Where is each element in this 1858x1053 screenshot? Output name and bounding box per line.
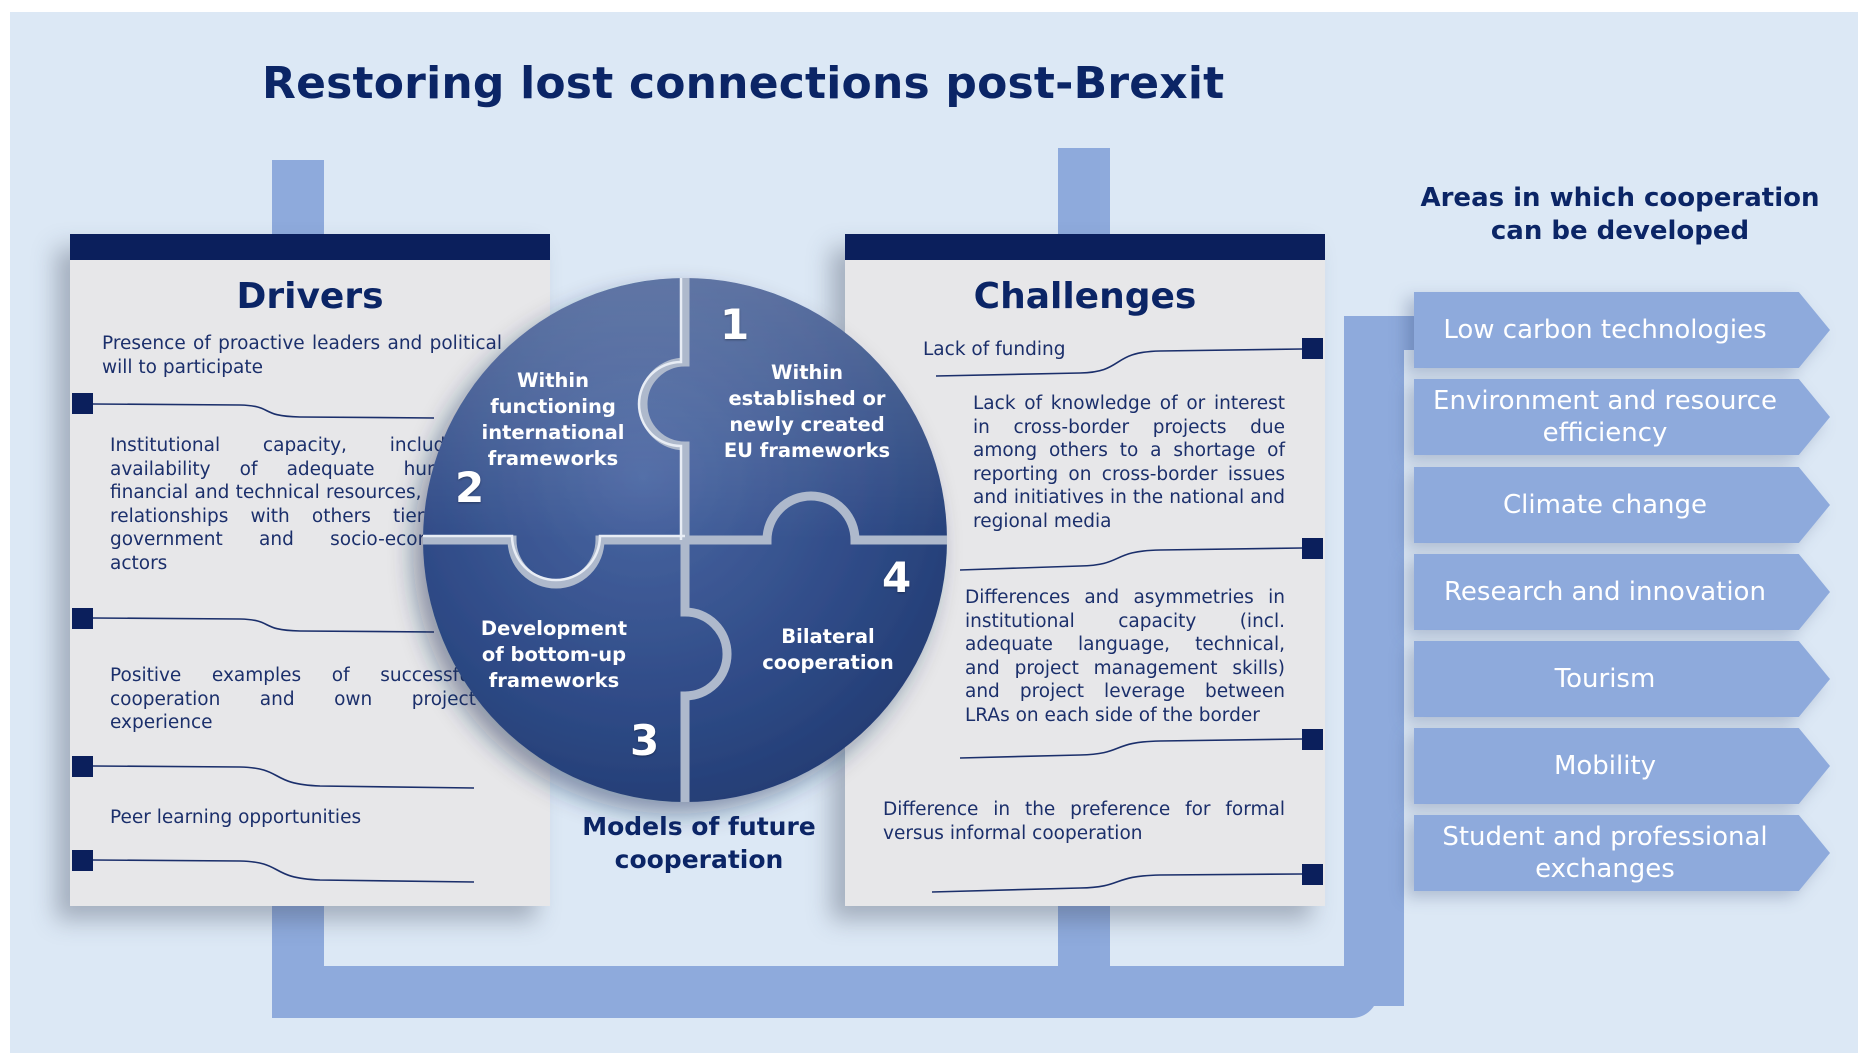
driver-item-1: Presence of proactive leaders and politi… bbox=[102, 333, 502, 378]
drivers-panel-header-bar bbox=[70, 234, 550, 260]
piece-label-3: Development of bottom-up frameworks bbox=[480, 617, 628, 692]
connector-drivers-top bbox=[272, 160, 324, 240]
seam-bottom bbox=[680, 540, 732, 802]
area-label-5: Tourism bbox=[1414, 641, 1830, 717]
area-item-4: Research and innovation bbox=[1414, 554, 1830, 630]
challenge-line-4 bbox=[931, 873, 1303, 893]
driver-bullets bbox=[72, 393, 93, 871]
area-item-6: Mobility bbox=[1414, 728, 1830, 804]
challenge-line-3 bbox=[959, 738, 1303, 759]
area-label-6: Mobility bbox=[1414, 728, 1830, 804]
challenges-heading: Challenges bbox=[973, 276, 1197, 317]
piece-label-2: Within functioning international framewo… bbox=[481, 369, 625, 470]
area-item-2: Environment and resource efficiency bbox=[1414, 379, 1830, 455]
puzzle-seam-highlights bbox=[423, 278, 685, 582]
piece-number-2: 2 bbox=[455, 463, 485, 512]
area-item-1: Low carbon technologies bbox=[1414, 292, 1830, 368]
seam-right bbox=[685, 491, 947, 545]
seam-top-highlight bbox=[637, 278, 683, 540]
connector-challenges-top bbox=[1058, 148, 1110, 240]
page-title: Restoring lost connections post-Brexit bbox=[262, 58, 1225, 109]
driver-item-3: Positive examples of successful cooperat… bbox=[110, 665, 476, 733]
driver-item-4: Peer learning opportunities bbox=[110, 807, 362, 828]
challenge-bullet-1 bbox=[1302, 338, 1323, 359]
driver-lines bbox=[92, 403, 475, 883]
challenge-bullet-2 bbox=[1302, 538, 1323, 559]
areas-title: Areas in which cooperation can be develo… bbox=[1420, 183, 1820, 246]
area-item-3: Climate change bbox=[1414, 467, 1830, 543]
area-label-7: Student and professional exchanges bbox=[1414, 815, 1830, 891]
area-label-4: Research and innovation bbox=[1414, 554, 1830, 630]
piece-label-1: Within established or newly created EU f… bbox=[723, 361, 891, 462]
area-item-7: Student and professional exchanges bbox=[1414, 815, 1830, 891]
piece-number-4: 4 bbox=[882, 553, 912, 602]
driver-line-3 bbox=[92, 765, 475, 789]
puzzle-seams bbox=[423, 278, 947, 802]
challenges-panel-header-bar bbox=[845, 234, 1325, 260]
driver-line-1 bbox=[92, 403, 435, 419]
challenge-bullet-3 bbox=[1302, 729, 1323, 750]
piece-label-4: Bilateral cooperation bbox=[762, 625, 894, 674]
area-label-2: Environment and resource efficiency bbox=[1414, 379, 1830, 455]
drivers-heading: Drivers bbox=[236, 276, 384, 317]
area-label-3: Climate change bbox=[1414, 467, 1830, 543]
driver-bullet-4 bbox=[72, 850, 93, 871]
challenge-bullet-4 bbox=[1302, 864, 1323, 885]
driver-bullet-3 bbox=[72, 756, 93, 777]
challenge-item-1: Lack of funding bbox=[923, 339, 1066, 360]
seam-left bbox=[423, 535, 685, 589]
connector-challenges-down bbox=[1058, 900, 1110, 970]
piece-number-1: 1 bbox=[720, 300, 750, 349]
challenge-item-3: Differences and asymmetries in instituti… bbox=[965, 587, 1285, 726]
piece-number-3: 3 bbox=[630, 716, 660, 765]
seam-top bbox=[638, 278, 690, 540]
driver-line-2 bbox=[92, 617, 435, 633]
connector-bottom-bar bbox=[272, 966, 1378, 1018]
driver-bullet-1 bbox=[72, 393, 93, 414]
driver-item-2: Institutional capacity, including availa… bbox=[110, 435, 474, 574]
connector-areas-riser bbox=[1344, 316, 1404, 1006]
models-label: Models of future cooperation bbox=[582, 812, 816, 874]
challenge-line-2 bbox=[959, 547, 1303, 571]
challenge-lines bbox=[931, 348, 1303, 893]
driver-line-4 bbox=[92, 859, 475, 883]
seam-left-highlight bbox=[423, 534, 685, 582]
challenge-item-4: Difference in the preference for formal … bbox=[883, 799, 1285, 844]
driver-bullet-2 bbox=[72, 608, 93, 629]
challenge-line-1 bbox=[935, 348, 1303, 377]
challenge-bullets bbox=[1302, 338, 1323, 885]
challenge-item-2: Lack of knowledge of or interest in cros… bbox=[973, 393, 1285, 532]
area-label-1: Low carbon technologies bbox=[1414, 292, 1830, 368]
area-item-5: Tourism bbox=[1414, 641, 1830, 717]
